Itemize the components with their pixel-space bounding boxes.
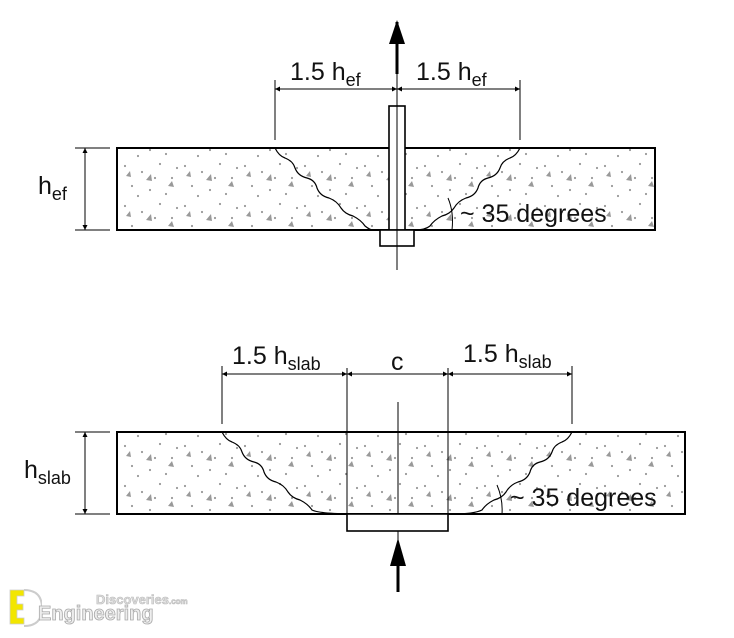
ed-logo-icon (9, 589, 42, 627)
watermark-logo: Discoveries.com Engineering (8, 586, 208, 630)
dim-label-right-bottom: 1.5 hslab (463, 340, 552, 372)
punching-cone-line-right (451, 431, 573, 515)
watermark-text-discoveries: Discoveries.com (96, 592, 188, 608)
angle-arc-top (447, 197, 453, 231)
punching-cone-line-left (221, 431, 360, 515)
thickness-label-top: hef (38, 172, 68, 204)
breakout-cone-line-left (274, 147, 374, 231)
concrete-slab-bottom (116, 431, 686, 515)
thickness-label-bottom: hslab (24, 456, 71, 488)
watermark-text-engineering: Engineering (38, 603, 154, 626)
dim-label-left-bottom: 1.5 hslab (232, 342, 321, 374)
breakout-cone-line-right (414, 147, 521, 231)
dim-label-center-bottom: c (391, 348, 404, 376)
angle-arc-bottom (496, 484, 503, 515)
dim-label-left-top: 1.5 hef (290, 58, 362, 90)
arrow-up-icon (390, 538, 406, 566)
angle-label-bottom: ~ 35 degrees (510, 484, 657, 512)
top-figure: 1.5 hef 1.5 hef hef ~ 35 degrees (38, 20, 656, 270)
dim-label-right-top: 1.5 hef (416, 58, 488, 90)
bottom-figure: 1.5 hslab c 1.5 hslab hslab ~ 35 degrees (24, 340, 686, 592)
concrete-slab-top (116, 147, 656, 231)
arrow-up-icon (389, 20, 405, 44)
load-plate (346, 513, 449, 532)
angle-label-top: ~ 35 degrees (460, 200, 607, 228)
